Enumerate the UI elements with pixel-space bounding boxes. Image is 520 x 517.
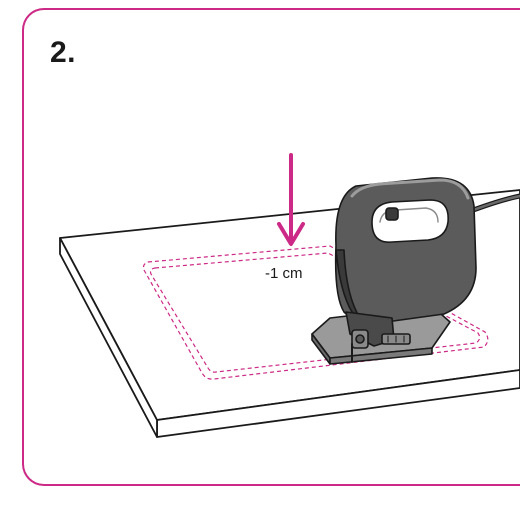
cut-outline — [142, 245, 489, 380]
step-card-frame — [22, 8, 520, 486]
down-arrow-icon — [277, 153, 305, 246]
jigsaw-icon — [311, 177, 520, 365]
offset-label: -1 cm — [265, 265, 303, 282]
step-number: 2. — [50, 36, 77, 69]
